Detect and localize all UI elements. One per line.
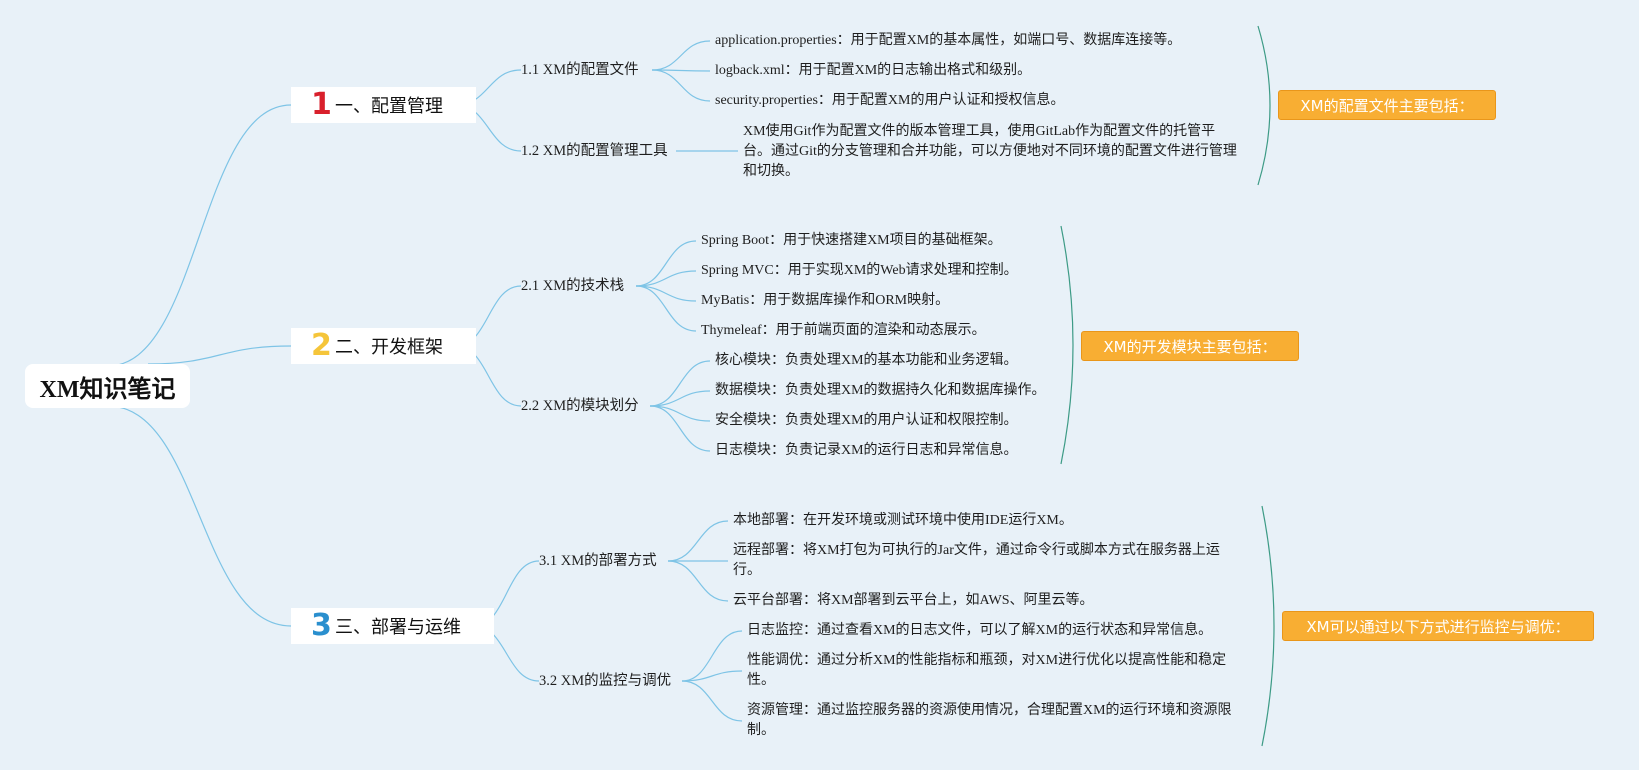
link-s2-1-leaf-1 <box>635 270 697 287</box>
link-s3-1-leaf-0 <box>667 520 729 562</box>
bracket-section-2 <box>1060 225 1074 465</box>
leaf-3-2-2[interactable]: 性能调优：通过分析XM的性能指标和瓶颈，对XM进行优化以提高性能和稳定性。 <box>747 653 1227 688</box>
leaf-2-2-2[interactable]: 数据模块：负责处理XM的数据持久化和数据库操作。 <box>715 383 1046 398</box>
leaf-1-1-1[interactable]: application.properties：用于配置XM的基本属性，如端口号、… <box>715 33 1182 48</box>
leaf-1-1-2[interactable]: logback.xml：用于配置XM的日志输出格式和级别。 <box>715 63 1032 78</box>
sub-1-2[interactable]: 1.2 XM的配置管理工具 <box>521 143 668 159</box>
section-1-summary-badge[interactable]: XM的配置文件主要包括： <box>1278 90 1496 120</box>
leaf-1-2-1[interactable]: XM使用Git作为配置文件的版本管理工具，使用GitLab作为配置文件的托管平台… <box>743 124 1237 179</box>
leaf-3-1-2[interactable]: 远程部署：将XM打包为可执行的Jar文件，通过命令行或脚本方式在服务器上运行。 <box>733 543 1220 578</box>
leaf-2-1-3[interactable]: MyBatis：用于数据库操作和ORM映射。 <box>701 293 950 308</box>
leaf-2-2-3[interactable]: 安全模块：负责处理XM的用户认证和权限控制。 <box>715 413 1018 428</box>
link-s2-2-leaf-0 <box>649 360 711 407</box>
leaf-2-2-1[interactable]: 核心模块：负责处理XM的基本功能和业务逻辑。 <box>715 353 1018 368</box>
link-root-3 <box>107 405 292 627</box>
bracket-section-3 <box>1261 505 1275 747</box>
section-3-summary-badge[interactable]: XM可以通过以下方式进行监控与调优： <box>1282 611 1594 641</box>
number-1-icon: 1 <box>311 87 332 122</box>
link-s2-1-leaf-3 <box>635 285 697 332</box>
link-s3-2-leaf-0 <box>681 630 743 682</box>
sub-1-1[interactable]: 1.1 XM的配置文件 <box>521 62 639 78</box>
link-s1-1-leaf-0 <box>651 40 711 71</box>
sub-3-2[interactable]: 3.2 XM的监控与调优 <box>539 673 672 689</box>
leaf-2-1-2[interactable]: Spring MVC：用于实现XM的Web请求处理和控制。 <box>701 263 1018 278</box>
link-root-2 <box>147 345 292 365</box>
section-2-summary-badge[interactable]: XM的开发模块主要包括： <box>1081 331 1299 361</box>
leaf-3-1-1[interactable]: 本地部署：在开发环境或测试环境中使用IDE运行XM。 <box>733 513 1073 528</box>
leaf-3-2-3[interactable]: 资源管理：通过监控服务器的资源使用情况，合理配置XM的运行环境和资源限制。 <box>747 703 1232 738</box>
section-2-node[interactable]: 2 二、开发框架 <box>291 328 476 364</box>
section-1-title: 一、配置管理 <box>335 96 443 117</box>
link-s2-2-leaf-2 <box>649 405 711 422</box>
link-s1-1-leaf-2 <box>651 69 711 102</box>
section-3-title: 三、部署与运维 <box>335 617 461 638</box>
link-s2-2-leaf-1 <box>649 390 711 407</box>
sub-3-1[interactable]: 3.1 XM的部署方式 <box>539 553 657 569</box>
leaf-2-2-4[interactable]: 日志模块：负责记录XM的运行日志和异常信息。 <box>715 443 1018 458</box>
root-topic[interactable]: XM知识笔记 <box>25 364 190 408</box>
leaf-3-1-3[interactable]: 云平台部署：将XM部署到云平台上，如AWS、阿里云等。 <box>733 593 1094 608</box>
link-root-1 <box>107 104 292 367</box>
number-3-icon: 3 <box>311 608 332 643</box>
link-s3-1-leaf-2 <box>667 560 729 602</box>
leaf-2-1-1[interactable]: Spring Boot：用于快速搭建XM项目的基础框架。 <box>701 233 1002 248</box>
number-2-icon: 2 <box>311 328 332 363</box>
link-s2-1-leaf-0 <box>635 240 697 287</box>
sub-2-1[interactable]: 2.1 XM的技术栈 <box>521 278 625 294</box>
leaf-3-2-1[interactable]: 日志监控：通过查看XM的日志文件，可以了解XM的运行状态和异常信息。 <box>747 623 1213 638</box>
leaf-2-1-4[interactable]: Thymeleaf：用于前端页面的渲染和动态展示。 <box>701 323 986 338</box>
section-1-node[interactable]: 1 一、配置管理 <box>291 87 476 123</box>
section-2-title: 二、开发框架 <box>335 337 443 358</box>
section-3-node[interactable]: 3 三、部署与运维 <box>291 608 494 644</box>
link-s3-2-leaf-2 <box>681 680 743 722</box>
link-s2-1-leaf-2 <box>635 285 697 302</box>
link-s3-2-leaf-1 <box>681 670 743 682</box>
leaf-1-1-3[interactable]: security.properties：用于配置XM的用户认证和授权信息。 <box>715 93 1065 108</box>
bracket-section-1 <box>1257 25 1271 186</box>
link-s2-2-leaf-3 <box>649 405 711 452</box>
sub-2-2[interactable]: 2.2 XM的模块划分 <box>521 398 639 414</box>
